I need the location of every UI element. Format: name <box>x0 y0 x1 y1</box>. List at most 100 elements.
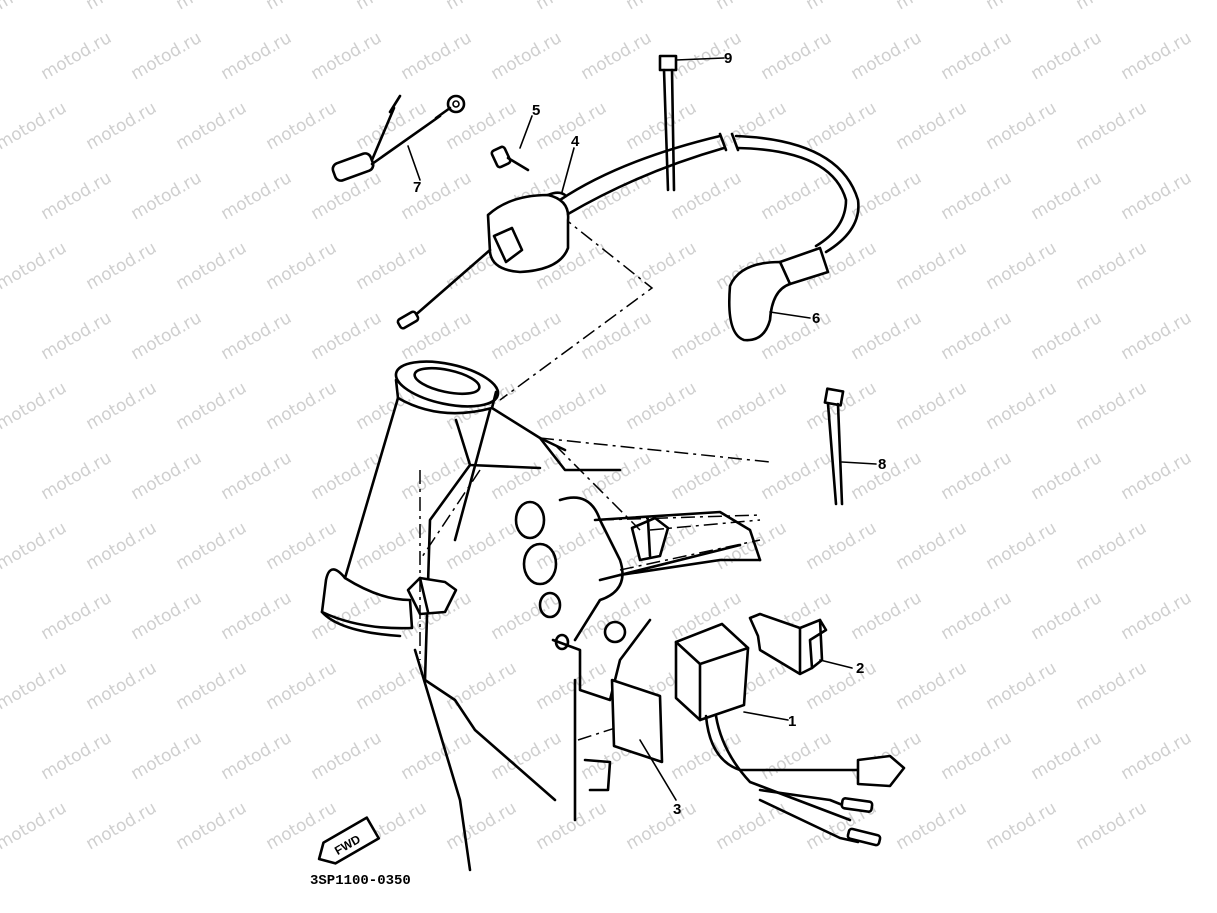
watermark-text: motod.ru <box>83 238 161 294</box>
watermark-text: motod.ru <box>128 28 206 84</box>
watermark-text: motod.ru <box>38 448 116 504</box>
lead-wire <box>331 94 466 182</box>
watermark-text: motod.ru <box>218 308 296 364</box>
frame <box>320 360 762 872</box>
watermark-text: motod.ru <box>218 448 296 504</box>
watermark-text: motod.ru <box>0 98 70 154</box>
watermark-text: motod.ru <box>983 378 1061 434</box>
watermark-text: motod.ru <box>983 98 1061 154</box>
watermark-text: motod.ru <box>308 728 386 784</box>
watermark-text: motod.ru <box>173 518 251 574</box>
watermark-text: motod.ru <box>263 0 341 14</box>
watermark-text: motod.ru <box>173 238 251 294</box>
watermark-text: motod.ru <box>398 168 476 224</box>
watermark-text: motod.ru <box>983 0 1061 14</box>
watermark-text: motod.ru <box>668 448 746 504</box>
watermark-text: motod.ru <box>983 798 1061 854</box>
watermark-text: motod.ru <box>1118 168 1196 224</box>
watermark-text: motod.ru <box>173 98 251 154</box>
watermark-text: motod.ru <box>488 308 566 364</box>
watermark-text: motod.ru <box>83 658 161 714</box>
part-code: 3SP1100-0350 <box>310 873 411 889</box>
watermark-text: motod.ru <box>0 0 70 14</box>
watermark-text: motod.ru <box>578 308 656 364</box>
watermark-text: motod.ru <box>623 0 701 14</box>
watermark-text: motod.ru <box>623 98 701 154</box>
watermark-text: motod.ru <box>983 238 1061 294</box>
cable-tie-right <box>823 387 845 506</box>
watermark-text: motod.ru <box>0 798 70 854</box>
fwd-arrow: FWD <box>317 816 381 865</box>
watermark-text: motod.ru <box>533 658 611 714</box>
watermark-text: motod.ru <box>1073 518 1151 574</box>
watermark-text: motod.ru <box>128 728 206 784</box>
watermark-text: motod.ru <box>83 798 161 854</box>
spark-plug-cap <box>728 246 830 342</box>
watermark-text: motod.ru <box>848 588 926 644</box>
watermark-text: motod.ru <box>533 0 611 14</box>
watermark-text: motod.ru <box>1073 658 1151 714</box>
watermark-text: motod.ru <box>758 728 836 784</box>
watermark-text: motod.ru <box>83 518 161 574</box>
watermark-text: motod.ru <box>263 98 341 154</box>
watermark-text: motod.ru <box>893 378 971 434</box>
watermark-text: motod.ru <box>308 28 386 84</box>
watermark-text: motod.ru <box>983 518 1061 574</box>
leader-lines <box>407 57 877 801</box>
ignition-coil <box>396 132 860 330</box>
watermark-text: motod.ru <box>263 518 341 574</box>
watermark-text: motod.ru <box>83 0 161 14</box>
watermark-text: motod.ru <box>713 518 791 574</box>
watermark-text: motod.ru <box>0 238 70 294</box>
watermark-text: motod.ru <box>353 518 431 574</box>
watermark-text: motod.ru <box>758 28 836 84</box>
watermark-text: motod.ru <box>1028 28 1106 84</box>
watermark-text: motod.ru <box>398 28 476 84</box>
watermark-text: motod.ru <box>38 28 116 84</box>
watermark-text: motod.ru <box>398 728 476 784</box>
watermark-text: motod.ru <box>893 98 971 154</box>
watermark-text: motod.ru <box>668 728 746 784</box>
watermark-text: motod.ru <box>803 518 881 574</box>
watermark-text: motod.ru <box>938 728 1016 784</box>
watermark-text: motod.ru <box>263 378 341 434</box>
watermark-text: motod.ru <box>83 98 161 154</box>
watermark-text: motod.ru <box>128 588 206 644</box>
watermark-text: motod.ru <box>668 168 746 224</box>
callouts: 9 5 4 7 6 8 2 1 3 <box>413 50 886 818</box>
watermark-text: motod.ru <box>938 28 1016 84</box>
watermark-text: motod.ru <box>623 798 701 854</box>
watermark-text: motod.ru <box>38 728 116 784</box>
watermark-text: motod.ru <box>1073 98 1151 154</box>
bolt <box>490 145 530 172</box>
watermark-text: motod.ru <box>353 98 431 154</box>
watermark-text: motod.ru <box>1118 588 1196 644</box>
watermark-text: motod.ru <box>578 448 656 504</box>
watermark-text: motod.ru <box>308 308 386 364</box>
watermark-text: motod.ru <box>353 238 431 294</box>
watermark-text: motod.ru <box>218 588 296 644</box>
watermark-text: motod.ru <box>1073 378 1151 434</box>
bracket <box>748 612 828 676</box>
watermark-text: motod.ru <box>713 798 791 854</box>
watermark-text: motod.ru <box>218 168 296 224</box>
watermark-text: motod.ru <box>0 658 70 714</box>
watermark-text: motod.ru <box>893 238 971 294</box>
watermark-text: motod.ru <box>443 0 521 14</box>
callout-9: 9 <box>724 50 732 67</box>
watermark-text: motod.ru <box>848 28 926 84</box>
watermark-text: motod.ru <box>893 518 971 574</box>
watermark-text: motod.ru <box>218 28 296 84</box>
watermark-text: motod.ru <box>263 238 341 294</box>
watermark-text: motod.ru <box>173 378 251 434</box>
watermark-text: motod.ru <box>1028 168 1106 224</box>
watermark-text: motod.ru <box>533 378 611 434</box>
watermark-text: motod.ru <box>1118 308 1196 364</box>
watermark-text: motod.ru <box>893 798 971 854</box>
watermark-text: motod.ru <box>1073 0 1151 14</box>
watermark-text: motod.ru <box>173 0 251 14</box>
watermark-text: motod.ru <box>218 728 296 784</box>
watermark-text: motod.ru <box>533 798 611 854</box>
